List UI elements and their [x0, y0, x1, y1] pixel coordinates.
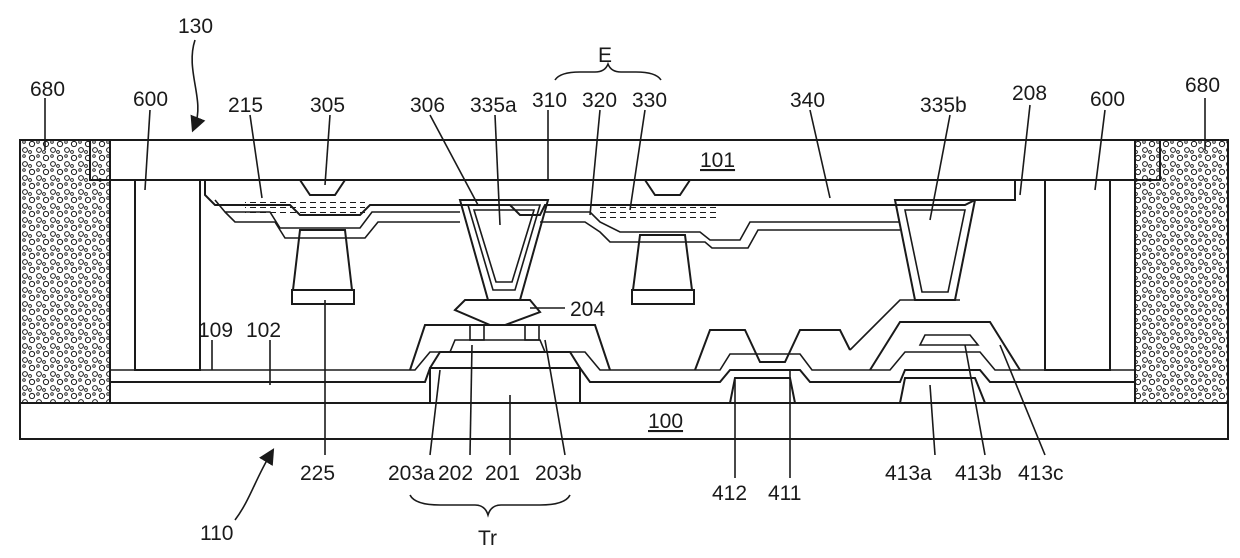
label-413c: 413c	[1018, 462, 1064, 485]
gate-201	[430, 352, 580, 403]
label-201: 201	[485, 462, 520, 485]
label-413a: 413a	[885, 462, 932, 485]
contact-335b-shell	[895, 200, 975, 300]
substrate-101	[90, 140, 1160, 180]
spacer-600-right	[1045, 180, 1110, 370]
electrode-204	[455, 300, 540, 325]
label-305: 305	[310, 94, 345, 117]
label-306: 306	[410, 94, 445, 117]
label-600-left: 600	[133, 88, 168, 111]
label-310: 310	[532, 89, 567, 112]
pad-411	[730, 378, 795, 403]
leader-lines	[45, 40, 1205, 520]
label-215: 215	[228, 94, 263, 117]
label-411: 411	[768, 482, 801, 505]
pad-412	[695, 330, 850, 370]
spacer-225-base	[292, 290, 354, 304]
layer-413c	[870, 322, 1020, 370]
source-203a	[470, 325, 484, 340]
label-130: 130	[178, 15, 213, 38]
label-204: 204	[570, 298, 605, 321]
label-109: 109	[198, 319, 233, 342]
label-330: 330	[632, 89, 667, 112]
emission-layer-right	[600, 205, 720, 219]
label-413b: 413b	[955, 462, 1002, 485]
label-335a: 335a	[470, 94, 517, 117]
label-202: 202	[438, 462, 473, 485]
label-680-left: 680	[30, 78, 65, 101]
contact-335b	[905, 210, 965, 292]
contact-335a	[474, 210, 534, 282]
label-100: 100	[648, 410, 683, 433]
emission-layer-left	[245, 200, 365, 214]
label-320: 320	[582, 89, 617, 112]
spacer-225	[293, 230, 352, 290]
spacer-right-base	[632, 290, 694, 304]
label-412: 412	[712, 482, 747, 505]
film-320-right	[540, 222, 900, 248]
link-413	[850, 300, 960, 350]
label-203a: 203a	[388, 462, 435, 485]
contact-335a-inner	[468, 205, 540, 290]
label-600-right: 600	[1090, 88, 1125, 111]
active-413b	[920, 335, 978, 345]
drain-203b	[525, 325, 539, 340]
layer-102	[110, 368, 1135, 403]
layer-109	[110, 352, 1135, 370]
label-101: 101	[700, 149, 735, 172]
label-E: E	[598, 44, 612, 67]
film-310-right	[545, 212, 900, 240]
label-110: 110	[200, 522, 233, 545]
label-680-right: 680	[1185, 74, 1220, 97]
substrate-100	[20, 403, 1228, 439]
spacer-right	[633, 235, 692, 290]
bank-305	[300, 180, 345, 195]
label-225: 225	[300, 462, 335, 485]
label-203b: 203b	[535, 462, 582, 485]
label-208: 208	[1012, 82, 1047, 105]
passivation-tr	[410, 325, 610, 370]
label-340: 340	[790, 89, 825, 112]
label-102: 102	[246, 319, 281, 342]
bank-right	[645, 180, 690, 195]
active-202	[450, 340, 545, 352]
spacer-600-left	[135, 180, 200, 370]
label-335b: 335b	[920, 94, 967, 117]
label-Tr: Tr	[478, 527, 497, 550]
